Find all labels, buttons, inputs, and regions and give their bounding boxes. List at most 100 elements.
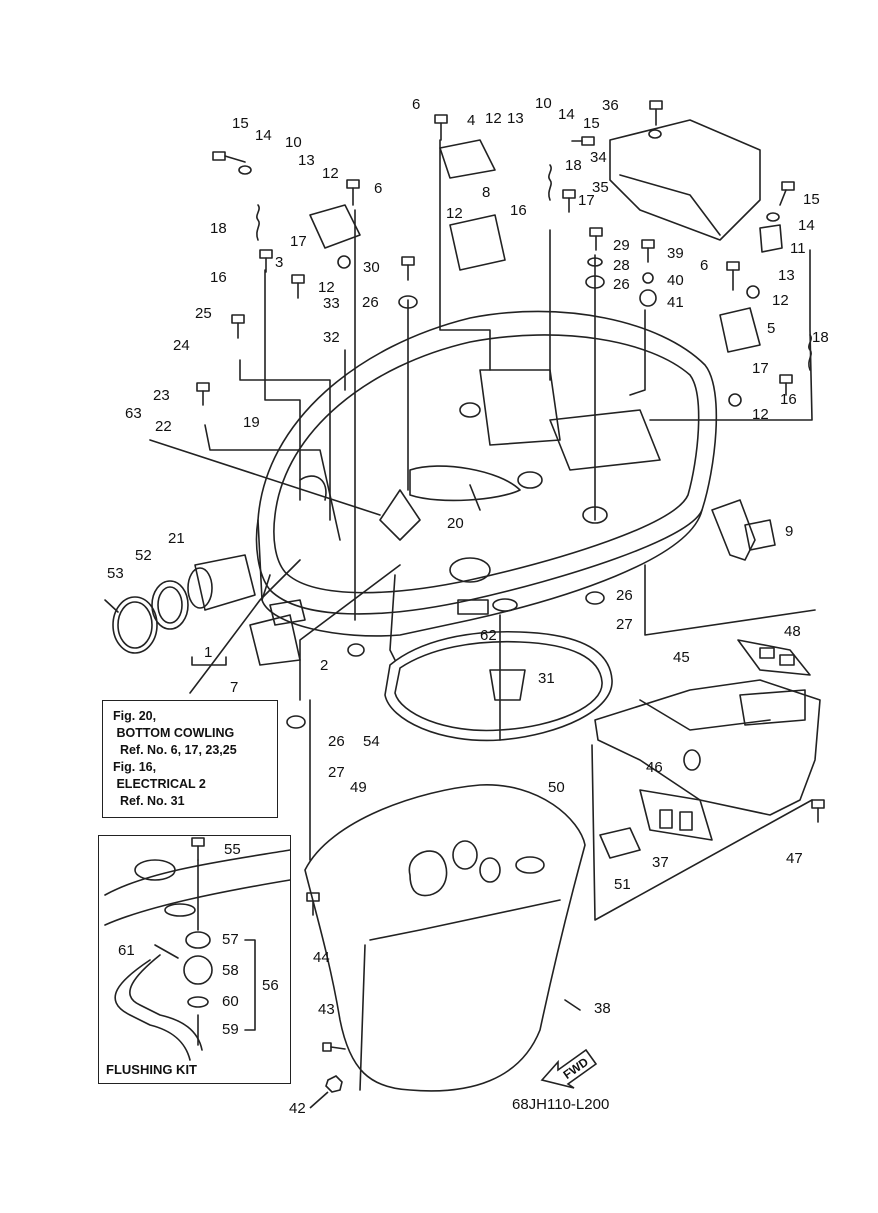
- callout: 32: [323, 329, 340, 346]
- flushing-kit-title: FLUSHING KIT: [106, 1062, 197, 1077]
- callout: 55: [224, 841, 241, 858]
- callout: 18: [812, 329, 829, 346]
- callout: 19: [243, 414, 260, 431]
- callout: 27: [616, 616, 633, 633]
- callout: 31: [538, 670, 555, 687]
- callout: 14: [798, 217, 815, 234]
- part-38-lower-cowling: [304, 784, 586, 1092]
- callout: 53: [107, 565, 124, 582]
- callout: 39: [667, 245, 684, 262]
- fig-ref-line: ELECTRICAL 2: [113, 777, 206, 791]
- callout: 63: [125, 405, 142, 422]
- callout: 26: [362, 294, 379, 311]
- callout: 25: [195, 305, 212, 322]
- callout: 26: [616, 587, 633, 604]
- callout: 9: [785, 523, 793, 540]
- callout: 12: [446, 205, 463, 222]
- callout: 28: [613, 257, 630, 274]
- callout: 54: [363, 733, 380, 750]
- callout: 6: [412, 96, 420, 113]
- part-5: [719, 307, 761, 353]
- callout: 14: [255, 127, 272, 144]
- part-21: [194, 554, 256, 611]
- callout: 18: [565, 157, 582, 174]
- callout: 30: [363, 259, 380, 276]
- fwd-arrow-icon: FWD: [540, 1048, 598, 1089]
- callout: 8: [482, 184, 490, 201]
- fig-ref-line: Fig. 16,: [113, 760, 157, 774]
- part-54-gasket: [384, 630, 613, 742]
- callout: 15: [583, 115, 600, 132]
- callout: 22: [155, 418, 172, 435]
- callout: 40: [667, 272, 684, 289]
- callout: 43: [318, 1001, 335, 1018]
- callout: 13: [507, 110, 524, 127]
- callout: 42: [289, 1100, 306, 1117]
- callout: 12: [752, 406, 769, 423]
- callout: 11: [790, 240, 806, 257]
- callout: 17: [752, 360, 769, 377]
- callout: 14: [558, 106, 575, 123]
- callout: 57: [222, 931, 239, 948]
- callout: 34: [590, 149, 607, 166]
- callout: 17: [578, 192, 595, 209]
- callout: 47: [786, 850, 803, 867]
- figure-reference-box: Fig. 20, BOTTOM COWLING Ref. No. 6, 17, …: [102, 700, 278, 818]
- fig-ref-line: Ref. No. 6, 17, 23,25: [113, 743, 237, 757]
- part-48: [737, 639, 811, 676]
- callout: 33: [323, 295, 340, 312]
- part-45-bracket: [594, 679, 821, 816]
- bottom-cowling-inner: [273, 334, 700, 594]
- callout: 15: [803, 191, 820, 208]
- flushing-kit-box: FLUSHING KIT: [98, 835, 291, 1084]
- callout: 52: [135, 547, 152, 564]
- part-37: [639, 789, 713, 841]
- callout: 10: [535, 95, 552, 112]
- callout: 6: [374, 180, 382, 197]
- callout: 10: [285, 134, 302, 151]
- callout: 12: [322, 165, 339, 182]
- callout: 26: [613, 276, 630, 293]
- callout: 12: [318, 279, 335, 296]
- callout: 49: [350, 779, 367, 796]
- callout: 37: [652, 854, 669, 871]
- callout: 51: [614, 876, 631, 893]
- callout: 6: [700, 257, 708, 274]
- part-3: [309, 204, 361, 249]
- part-9: [711, 499, 756, 561]
- callout: 41: [667, 294, 684, 311]
- callout: 27: [328, 764, 345, 781]
- callout: 48: [784, 623, 801, 640]
- callout: 5: [767, 320, 775, 337]
- callout: 50: [548, 779, 565, 796]
- part-8: [449, 214, 506, 271]
- fasteners: [191, 100, 825, 1052]
- callout: 24: [173, 337, 190, 354]
- fig-ref-line: Fig. 20,: [113, 709, 157, 723]
- callout: 44: [313, 949, 330, 966]
- part-4: [439, 139, 496, 179]
- callout: 59: [222, 1021, 239, 1038]
- diagram-code: 68JH110-L200: [512, 1096, 610, 1113]
- callout: 13: [298, 152, 315, 169]
- callout: 4: [467, 112, 475, 129]
- callout: 20: [447, 515, 464, 532]
- callout: 15: [232, 115, 249, 132]
- callout: 56: [262, 977, 279, 994]
- callout: 58: [222, 962, 239, 979]
- fig-ref-line: BOTTOM COWLING: [113, 726, 235, 740]
- callout: 1: [204, 644, 212, 661]
- grommets: [183, 129, 780, 1008]
- callout: 16: [510, 202, 527, 219]
- part-34-plate: [609, 119, 761, 241]
- callout: 12: [485, 110, 502, 127]
- callout: 38: [594, 1000, 611, 1017]
- bottom-cowling-rim: [255, 310, 718, 615]
- callout: 26: [328, 733, 345, 750]
- callout: 7: [230, 679, 238, 696]
- callout: 17: [290, 233, 307, 250]
- callout: 21: [168, 530, 185, 547]
- callout: 35: [592, 179, 609, 196]
- callout: 2: [320, 657, 328, 674]
